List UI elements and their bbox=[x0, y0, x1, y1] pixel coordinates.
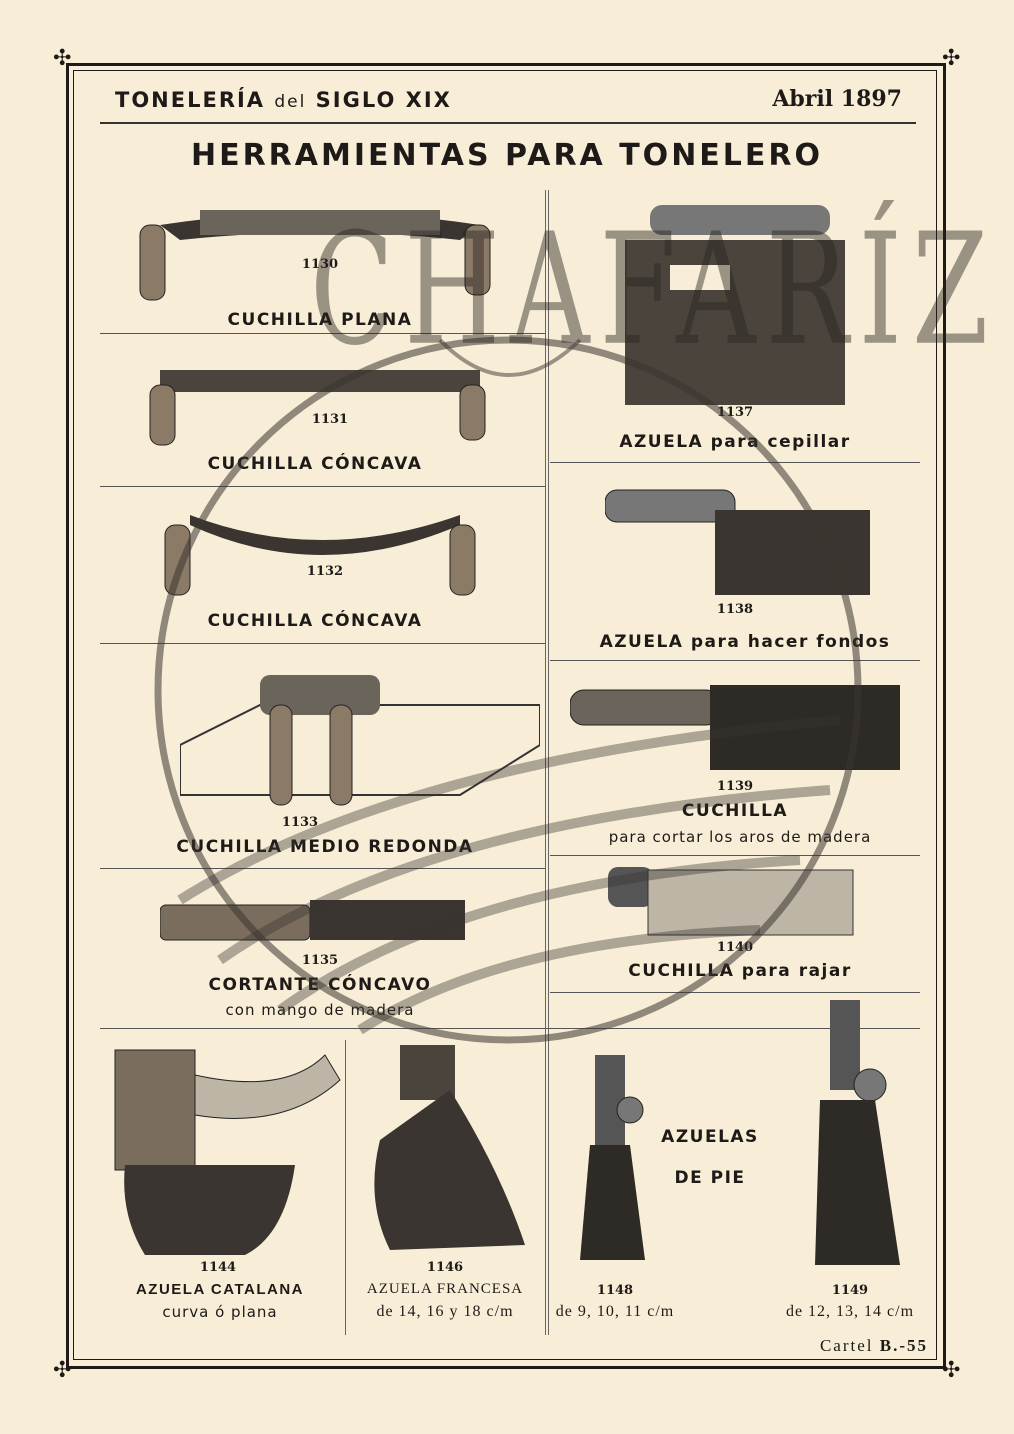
watermark-text: CHAFARÍZ bbox=[310, 200, 999, 380]
divider bbox=[550, 992, 920, 993]
adze-heading-illustration bbox=[605, 489, 870, 595]
item-label: AZUELA FRANCESA bbox=[366, 1281, 524, 1297]
item-label: AZUELA para hacer fondos bbox=[599, 632, 891, 652]
item-label: CUCHILLA CÓNCAVA bbox=[207, 611, 423, 631]
item-number: 1148 bbox=[596, 1283, 634, 1298]
divider bbox=[100, 1028, 920, 1029]
item-label: AZUELA CATALANA bbox=[135, 1281, 305, 1298]
cartel-code: Cartel B.-55 bbox=[819, 1336, 928, 1355]
divider bbox=[345, 1040, 346, 1335]
item-label: CUCHILLA para rajar bbox=[628, 961, 852, 981]
divider bbox=[550, 855, 920, 856]
divider bbox=[100, 122, 916, 124]
divider bbox=[100, 643, 545, 644]
item-label: CUCHILLA PLANA bbox=[227, 310, 413, 330]
item-label: CUCHILLA CÓNCAVA bbox=[207, 454, 423, 474]
page-title: HERRAMIENTAS PARA TONELERO bbox=[190, 138, 824, 173]
item-label: AZUELA para cepillar bbox=[619, 432, 851, 452]
item-number: 1139 bbox=[716, 779, 754, 794]
item-number: 1146 bbox=[426, 1260, 464, 1275]
divider bbox=[550, 660, 920, 661]
item-label: CUCHILLA MEDIO REDONDA bbox=[176, 837, 474, 857]
round-knife-illustration bbox=[180, 675, 540, 806]
curved-drawknife-illustration bbox=[164, 515, 476, 596]
inner-frame bbox=[73, 70, 937, 1360]
item-number: 1132 bbox=[306, 564, 344, 579]
item-number: 1137 bbox=[716, 405, 754, 420]
divider bbox=[100, 868, 545, 869]
item-number: 1149 bbox=[831, 1283, 869, 1298]
item-number: 1138 bbox=[716, 602, 754, 617]
concave-cutter-illustration bbox=[160, 900, 465, 941]
splitting-knife-illustration bbox=[608, 867, 854, 936]
divider bbox=[100, 486, 545, 487]
item-sub: de 12, 13, 14 c/m bbox=[785, 1303, 915, 1320]
item-number: 1130 bbox=[301, 257, 339, 272]
foot-adze-large-illustration bbox=[815, 1000, 900, 1265]
corner-ornament-icon: ✣ bbox=[53, 46, 72, 71]
item-sub: de 14, 16 y 18 c/m bbox=[376, 1303, 514, 1320]
item-number: 1140 bbox=[716, 940, 754, 955]
foot-adze-small-illustration bbox=[580, 1055, 645, 1260]
header-date: Abril 1897 bbox=[772, 86, 902, 112]
corner-ornament-icon: ✣ bbox=[942, 1358, 961, 1383]
item-label: CUCHILLA bbox=[681, 801, 789, 821]
item-number: 1135 bbox=[301, 953, 339, 968]
item-number: 1131 bbox=[311, 412, 349, 427]
outer-frame bbox=[66, 63, 946, 1369]
item-number: 1144 bbox=[199, 1260, 237, 1275]
item-sub: con mango de madera bbox=[225, 1001, 415, 1019]
header-series: TONELERÍA del SIGLO XIX bbox=[115, 88, 452, 112]
drawknife-illustration bbox=[139, 210, 491, 301]
french-adze-illustration bbox=[374, 1045, 525, 1250]
hoop-knife-illustration bbox=[570, 685, 900, 770]
item-number: 1133 bbox=[281, 815, 319, 830]
item-sub: para cortar los aros de madera bbox=[608, 828, 872, 846]
azuelas-pie-heading: AZUELAS bbox=[661, 1127, 759, 1147]
item-label: CORTANTE CÓNCAVO bbox=[208, 975, 432, 995]
divider bbox=[550, 462, 920, 463]
azuelas-pie-heading: DE PIE bbox=[674, 1168, 746, 1188]
catalan-adze-illustration bbox=[114, 1049, 341, 1255]
corner-ornament-icon: ✣ bbox=[942, 46, 961, 71]
item-sub: de 9, 10, 11 c/m bbox=[555, 1303, 675, 1320]
corner-ornament-icon: ✣ bbox=[53, 1358, 72, 1383]
divider bbox=[100, 333, 545, 334]
item-sub: curva ó plana bbox=[162, 1303, 278, 1321]
